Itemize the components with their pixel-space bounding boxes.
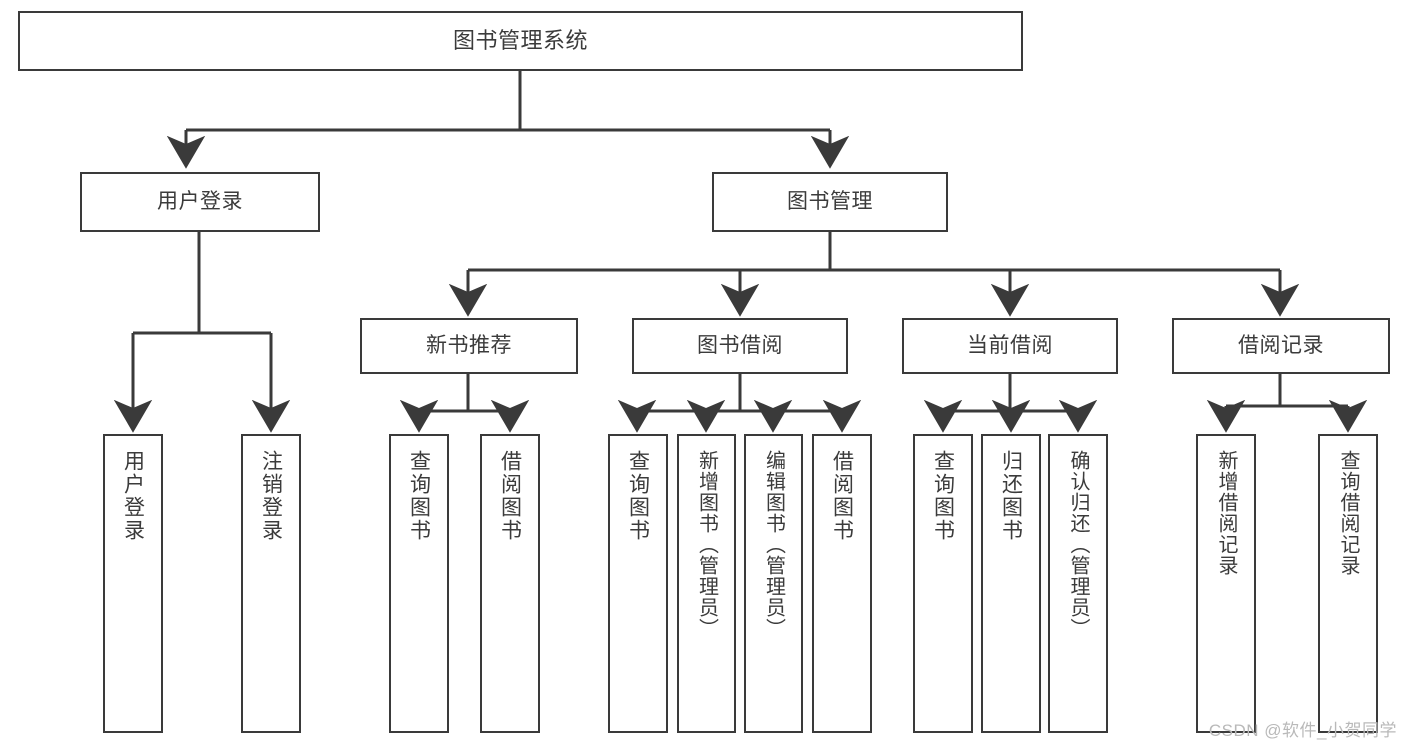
- node-label: 确认归还（管理员）: [1067, 450, 1089, 639]
- node-label: 查询图书: [407, 450, 431, 542]
- leaf-query-book-current[interactable]: 查询图书: [913, 434, 973, 733]
- leaf-borrow-book-borrowing[interactable]: 借阅图书: [812, 434, 872, 733]
- node-label: 新增借阅记录: [1215, 450, 1237, 576]
- node-new-book-recommendation[interactable]: 新书推荐: [360, 318, 578, 374]
- node-label: 查询图书: [626, 450, 650, 542]
- node-label: 用户登录: [121, 450, 145, 542]
- node-label: 图书管理系统: [452, 28, 588, 54]
- leaf-add-borrow-record[interactable]: 新增借阅记录: [1196, 434, 1256, 733]
- node-label: 编辑图书（管理员）: [762, 450, 785, 639]
- leaf-query-borrow-record[interactable]: 查询借阅记录: [1318, 434, 1378, 733]
- leaf-user-login[interactable]: 用户登录: [103, 434, 163, 733]
- leaf-user-logout[interactable]: 注销登录: [241, 434, 301, 733]
- watermark: CSDN @软件_小贺同学: [1208, 721, 1397, 740]
- node-book-management[interactable]: 图书管理: [712, 172, 948, 232]
- node-label: 查询图书: [931, 450, 955, 542]
- node-label: 图书管理: [787, 189, 873, 213]
- leaf-borrow-book-new-recommendation[interactable]: 借阅图书: [480, 434, 540, 733]
- node-label: 用户登录: [157, 189, 243, 213]
- node-borrowing-record[interactable]: 借阅记录: [1172, 318, 1390, 374]
- node-label: 当前借阅: [967, 333, 1053, 357]
- leaf-return-book[interactable]: 归还图书: [981, 434, 1041, 733]
- node-label: 注销登录: [259, 450, 283, 542]
- node-root-book-management-system[interactable]: 图书管理系统: [18, 11, 1023, 71]
- leaf-query-book-borrowing[interactable]: 查询图书: [608, 434, 668, 733]
- leaf-confirm-return-admin[interactable]: 确认归还（管理员）: [1048, 434, 1108, 733]
- leaf-query-book-new-recommendation[interactable]: 查询图书: [389, 434, 449, 733]
- node-label: 借阅图书: [830, 450, 854, 542]
- node-current-borrowing[interactable]: 当前借阅: [902, 318, 1118, 374]
- node-label: 借阅图书: [498, 450, 522, 542]
- node-book-borrowing[interactable]: 图书借阅: [632, 318, 848, 374]
- node-label: 图书借阅: [697, 333, 783, 357]
- node-label: 借阅记录: [1238, 333, 1324, 357]
- node-label: 新增图书（管理员）: [695, 450, 718, 639]
- node-user-login[interactable]: 用户登录: [80, 172, 320, 232]
- node-label: 归还图书: [999, 450, 1023, 542]
- node-label: 查询借阅记录: [1337, 450, 1359, 576]
- node-label: 新书推荐: [426, 333, 512, 357]
- leaf-add-book-admin[interactable]: 新增图书（管理员）: [677, 434, 736, 733]
- leaf-edit-book-admin[interactable]: 编辑图书（管理员）: [744, 434, 803, 733]
